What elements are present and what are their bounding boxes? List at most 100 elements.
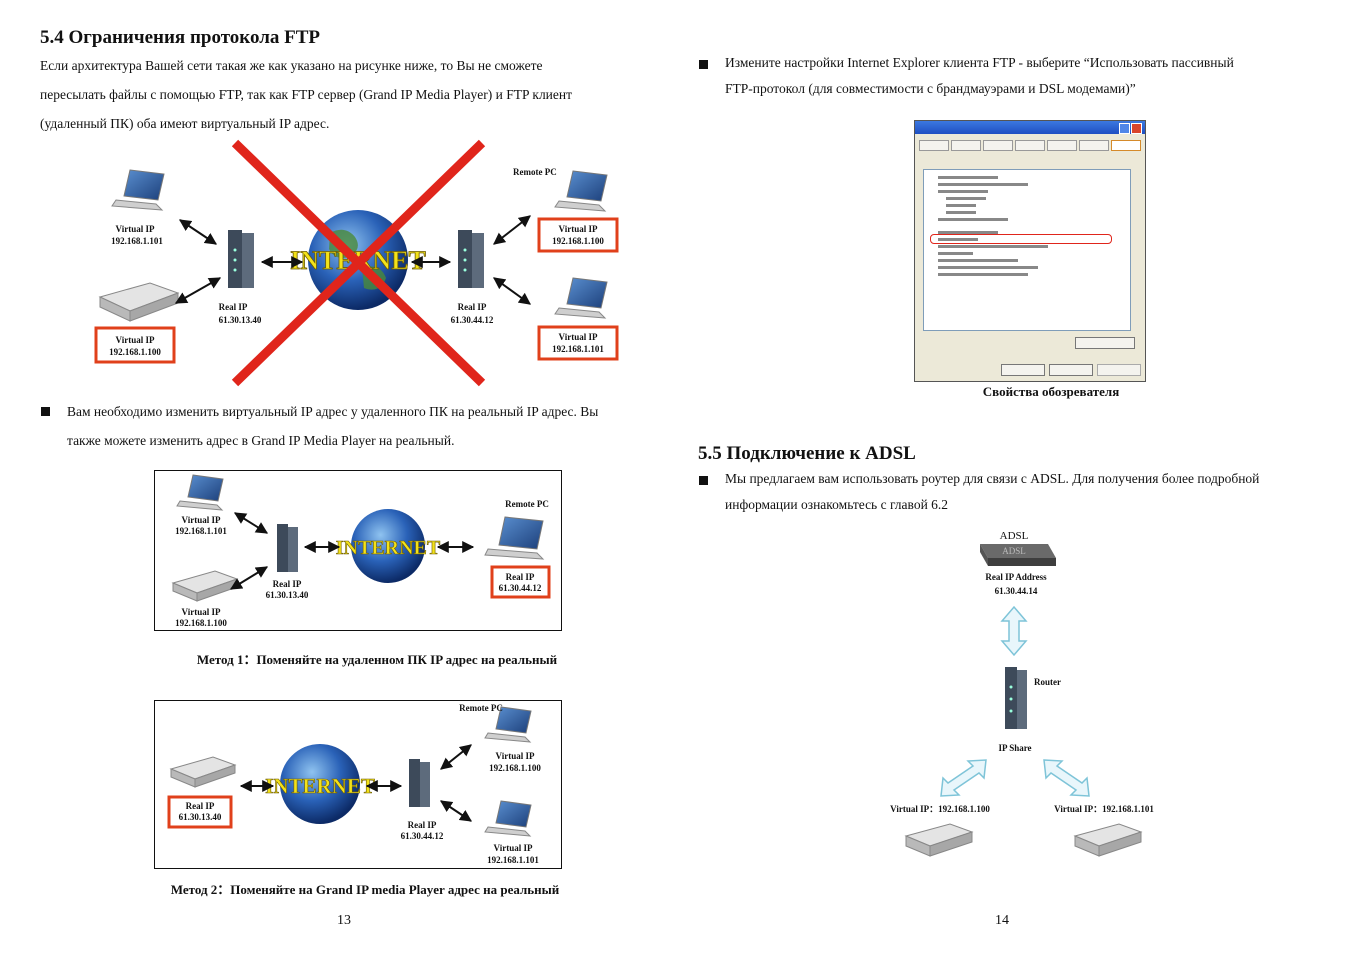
dialog-caption: Свойства обозревателя bbox=[982, 384, 1120, 399]
real-ip-value-left: 61.30.13.40 bbox=[219, 315, 262, 325]
bullet-paragraph-change-ip: Вам необходимо изменить виртуальный IP а… bbox=[67, 397, 667, 455]
figure-method-1: INTERNET Virtual IP 192.168.1.101 Real I… bbox=[154, 470, 562, 631]
real-ip-value-right: 61.30.44.12 bbox=[451, 315, 494, 325]
figure-ftp-limitation: INTERNET Remote PC Virtua bbox=[94, 139, 619, 387]
real-ip-label-right: Real IP bbox=[458, 302, 487, 312]
internet-globe-icon bbox=[351, 509, 425, 583]
intro-paragraph: Если архитектура Вашей сети такая же как… bbox=[40, 51, 660, 138]
virtual-ip-label-top-left: Virtual IP bbox=[116, 224, 155, 234]
help-icon bbox=[1119, 123, 1130, 134]
adsl-modem-icon bbox=[980, 544, 1056, 566]
virtual-ip-label-top: Virtual IP bbox=[496, 751, 535, 761]
remote-pc-label: Remote PC bbox=[505, 499, 549, 509]
connection-arrows bbox=[229, 512, 475, 590]
ip-share-label: IP Share bbox=[998, 743, 1031, 753]
figure-method-2-canvas: Real IP 61.30.13.40 INTERNET Remote PC V… bbox=[167, 703, 541, 865]
real-ip-value-player: 61.30.13.40 bbox=[179, 812, 222, 822]
bullet-line-1: Вам необходимо изменить виртуальный IP а… bbox=[67, 404, 599, 419]
media-player-icon-right bbox=[1073, 823, 1143, 857]
virtual-ip-label-player: Virtual IP bbox=[182, 607, 221, 617]
highlight-box-right-bottom bbox=[537, 325, 619, 361]
real-ip-value-router: 61.30.44.12 bbox=[401, 831, 444, 841]
virtual-ip-label-player: Virtual IP bbox=[116, 335, 155, 345]
red-cross-icon bbox=[231, 139, 486, 387]
virtual-ip-label-right-top: Virtual IP bbox=[559, 224, 598, 234]
router-icon bbox=[1005, 667, 1027, 729]
double-arrow-left-icon bbox=[940, 759, 987, 797]
cancel-button-image bbox=[1049, 364, 1093, 376]
bullet-paragraph-adsl: Мы предлагаем вам использовать роутер дл… bbox=[725, 466, 1335, 518]
real-ip-address-value: 61.30.44.14 bbox=[995, 586, 1038, 596]
ok-button-image bbox=[1001, 364, 1045, 376]
virtual-ip-label-pc: Virtual IP bbox=[182, 515, 221, 525]
ip-value-top: 192.168.1.100 bbox=[489, 763, 541, 773]
apply-button-image bbox=[1097, 364, 1141, 376]
highlight-box-player bbox=[94, 326, 176, 364]
figure-method-1-canvas: INTERNET Virtual IP 192.168.1.101 Real I… bbox=[171, 474, 551, 628]
remote-pc-label: Remote PC bbox=[513, 167, 557, 177]
internet-globe-icon bbox=[280, 744, 360, 824]
intro-line-2: пересылать файлы с помощью FTP, так как … bbox=[40, 87, 573, 102]
laptop-icon-top bbox=[484, 706, 532, 743]
media-player-icon bbox=[169, 756, 237, 788]
page-number-left: 13 bbox=[337, 913, 351, 928]
intro-line-3: (удаленный ПК) оба имеют виртуальный IP … bbox=[40, 116, 330, 131]
adsl-label: ADSL bbox=[1000, 530, 1029, 542]
laptop-icon-top-right bbox=[554, 170, 608, 212]
bullet-line-2: также можете изменить адрес в Grand IP M… bbox=[67, 433, 455, 448]
connection-arrows bbox=[239, 744, 472, 822]
caption-method-1: Метод 1：Поменяйте на удаленном ПК IP адр… bbox=[196, 652, 558, 667]
figure-adsl-connection: ADSL ADSL Real IP Address 61.30.44.14 Ro… bbox=[890, 530, 1154, 857]
dialog-tabs bbox=[919, 140, 1141, 151]
passive-ftp-highlight bbox=[930, 234, 1112, 244]
close-icon bbox=[1131, 123, 1142, 134]
page-number-right: 14 bbox=[995, 913, 1009, 928]
double-arrow-vertical-icon bbox=[1000, 605, 1028, 657]
internet-label: INTERNET bbox=[336, 537, 441, 559]
figure-method-2: Real IP 61.30.13.40 INTERNET Remote PC V… bbox=[154, 700, 562, 869]
router-icon bbox=[277, 524, 298, 572]
laptop-icon-bottom-right bbox=[554, 277, 608, 319]
media-player-icon bbox=[171, 570, 239, 602]
bullet-line-2: FTP-протокол (для совместимости с брандм… bbox=[725, 81, 1136, 96]
settings-list bbox=[923, 169, 1131, 331]
bullet-marker bbox=[699, 476, 708, 485]
internet-label: INTERNET bbox=[265, 774, 375, 798]
ip-value-player: 192.168.1.100 bbox=[109, 347, 161, 357]
bullet-line-1: Мы предлагаем вам использовать роутер дл… bbox=[725, 471, 1260, 486]
ip-value-right-bottom: 192.168.1.101 bbox=[552, 344, 604, 354]
router-icon bbox=[409, 759, 430, 807]
virtual-ip-label-right-bottom: Virtual IP bbox=[559, 332, 598, 342]
router-icon-left bbox=[228, 230, 254, 288]
media-player-icon-left bbox=[904, 823, 974, 857]
real-ip-label-router: Real IP bbox=[273, 579, 302, 589]
ip-value-bottom: 192.168.1.101 bbox=[487, 855, 539, 865]
restore-defaults-button-image bbox=[1075, 337, 1135, 349]
internet-options-dialog-image bbox=[914, 120, 1146, 382]
remote-pc-label: Remote PC bbox=[459, 703, 503, 713]
media-player-icon bbox=[98, 282, 180, 322]
real-ip-label-player: Real IP bbox=[186, 801, 215, 811]
bullet-marker bbox=[699, 60, 708, 69]
highlight-box-remote bbox=[490, 565, 551, 599]
highlight-box-right-top bbox=[537, 217, 619, 253]
double-arrow-right-icon bbox=[1043, 759, 1090, 797]
laptop-icon-pc bbox=[176, 474, 224, 511]
real-ip-address-label: Real IP Address bbox=[985, 572, 1047, 582]
bullet-marker bbox=[41, 407, 50, 416]
ip-value-pc: 192.168.1.101 bbox=[175, 526, 227, 536]
section-heading-5-5: 5.5 Подключение к ADSL bbox=[698, 443, 916, 464]
bullet-paragraph-passive-ftp: Измените настройки Internet Explorer кли… bbox=[725, 50, 1325, 102]
virtual-ip-label-bottom: Virtual IP bbox=[494, 843, 533, 853]
virtual-ip-left: Virtual IP：192.168.1.100 bbox=[890, 804, 990, 814]
real-ip-label-left: Real IP bbox=[219, 302, 248, 312]
modem-text: ADSL bbox=[1002, 546, 1026, 556]
ip-value-top-left: 192.168.1.101 bbox=[111, 236, 163, 246]
laptop-icon-remote bbox=[484, 516, 545, 560]
ip-value-player: 192.168.1.100 bbox=[175, 618, 227, 628]
real-ip-label-router: Real IP bbox=[408, 820, 437, 830]
bullet-line-2: информации ознакомьтесь с главой 6.2 bbox=[725, 497, 949, 512]
laptop-icon-top-left bbox=[111, 169, 165, 211]
router-icon-right bbox=[458, 230, 484, 288]
connection-arrows bbox=[174, 215, 531, 305]
